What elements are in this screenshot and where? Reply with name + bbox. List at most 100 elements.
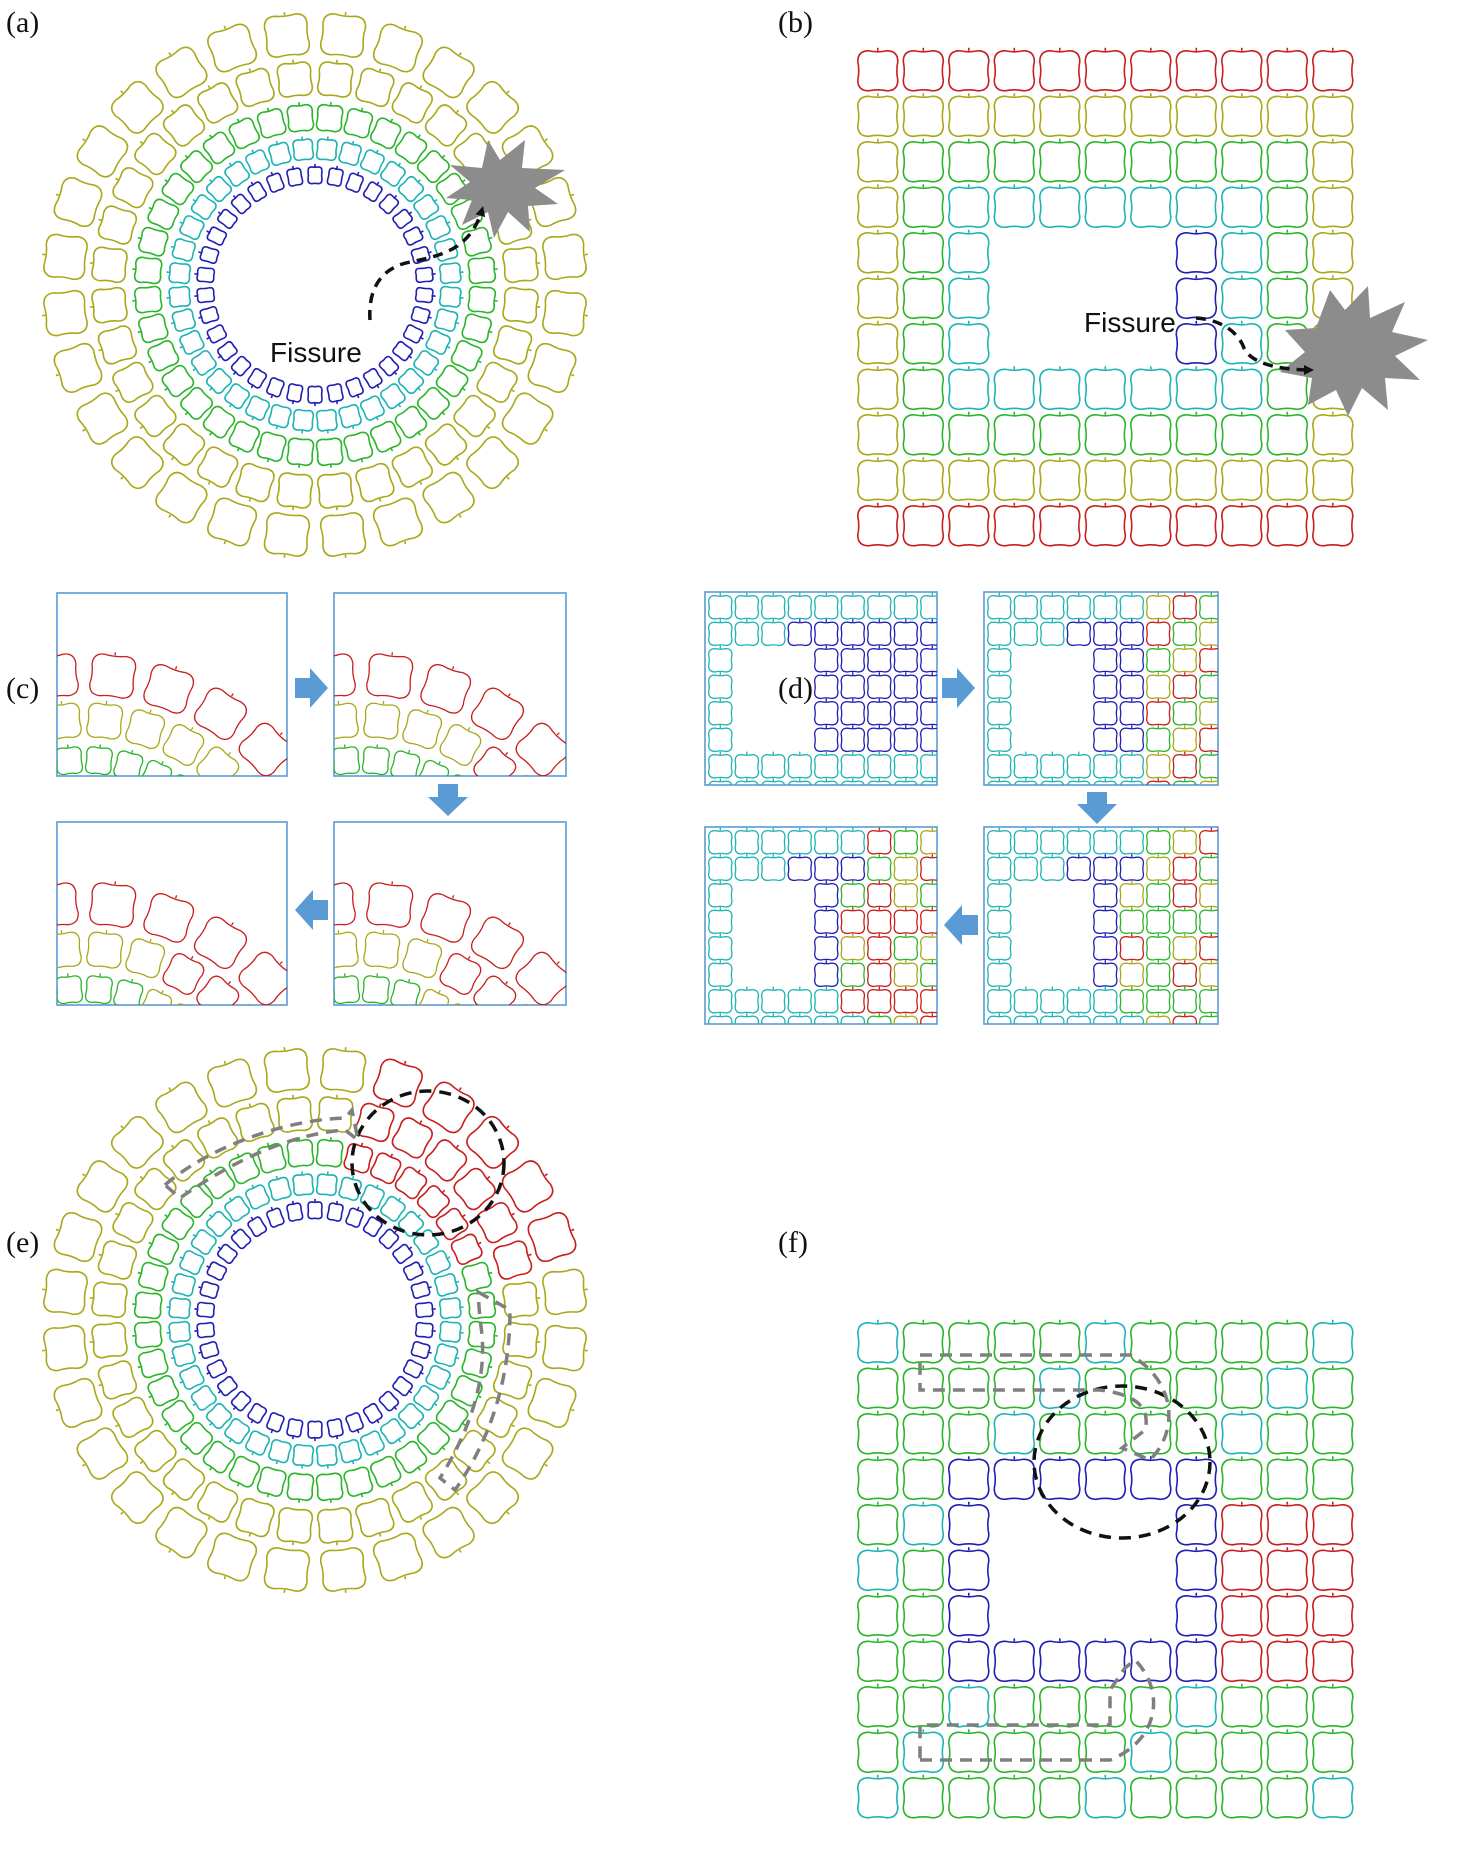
lattice-cell	[202, 131, 236, 165]
lattice-cell	[370, 420, 402, 453]
cell-outline	[856, 1321, 899, 1364]
lattice-cell	[1175, 184, 1218, 229]
cell-outline	[173, 1200, 195, 1220]
lattice-cell	[840, 751, 866, 779]
cell-connector	[17, 710, 18, 713]
lattice-cell	[919, 619, 937, 647]
cell-outline	[112, 167, 154, 209]
cell-outline	[225, 1004, 269, 1005]
cell-outline	[856, 1640, 899, 1683]
cell-outline	[134, 1429, 177, 1473]
lattice-cell	[362, 1008, 384, 1034]
cell-outline	[1266, 140, 1309, 183]
lattice-cell	[1198, 751, 1218, 779]
cell-connector	[556, 732, 560, 736]
lattice-cell	[186, 1019, 225, 1058]
cell-outline	[378, 1228, 400, 1250]
frame-border	[333, 821, 567, 1006]
cell-connector	[192, 1105, 195, 1106]
cell-connector	[458, 1549, 462, 1553]
cell-outline	[0, 1146, 27, 1200]
lattice-cell	[378, 1390, 400, 1412]
lattice-cell	[1175, 1683, 1218, 1728]
cell-outline	[409, 1015, 430, 1037]
lattice-cell	[245, 395, 271, 421]
lattice-cell	[893, 827, 919, 855]
lattice-cell	[220, 1033, 259, 1072]
lattice-cell	[161, 172, 195, 206]
cell-outline	[947, 1549, 990, 1592]
lattice-cell	[266, 171, 285, 193]
lattice-cell	[112, 1309, 144, 1344]
lattice-cell	[1266, 1410, 1309, 1455]
lattice-cell	[338, 1008, 360, 1034]
cell-outline	[138, 313, 169, 344]
lattice-cell	[198, 1281, 220, 1299]
cell-outline	[760, 829, 786, 855]
cell-outline	[1266, 49, 1309, 92]
cell-outline	[813, 882, 839, 908]
lattice-cell	[1220, 275, 1263, 320]
cell-outline	[502, 286, 539, 324]
lattice-cell	[866, 907, 892, 935]
cell-outline	[1084, 49, 1127, 92]
cell-outline	[43, 1268, 88, 1316]
lattice-cell	[266, 1206, 285, 1228]
cell-outline	[1039, 1015, 1065, 1024]
cell-outline	[947, 368, 990, 411]
cell-connector	[409, 1338, 410, 1341]
lattice-cell	[207, 1532, 258, 1582]
cell-outline	[1038, 95, 1081, 138]
cell-outline	[893, 962, 919, 988]
cell-connector	[139, 1175, 143, 1179]
cell-outline	[289, 1021, 316, 1048]
cell-outline	[0, 1069, 29, 1104]
cell-connector	[487, 1175, 491, 1179]
lattice-cell	[0, 801, 19, 832]
cell-connector	[19, 1055, 21, 1058]
lattice-cell	[143, 893, 195, 943]
lattice-cell	[202, 405, 236, 439]
lattice-cell	[1145, 751, 1171, 779]
lattice-cell	[310, 813, 331, 837]
cell-connector	[19, 1263, 21, 1266]
cell-outline	[438, 1320, 462, 1343]
lattice-cell	[1066, 827, 1092, 855]
lattice-cell	[840, 933, 866, 961]
lattice-cell	[266, 1412, 285, 1434]
lattice-cell	[140, 988, 173, 1005]
cell-connector	[467, 955, 471, 960]
lattice-cell	[947, 1547, 990, 1592]
lattice-cell	[840, 854, 866, 882]
cell-connector	[232, 1406, 237, 1411]
cell-connector	[408, 1390, 413, 1394]
cell-outline	[902, 140, 945, 183]
cell-connector	[157, 1038, 160, 1039]
cell-connector	[170, 109, 174, 113]
lattice-cell	[576, 1217, 633, 1273]
cell-connector	[489, 330, 493, 334]
cell-connector	[192, 368, 196, 372]
cell-outline	[217, 1243, 238, 1265]
lattice-cell	[206, 1261, 228, 1281]
cell-outline	[524, 1007, 570, 1053]
lattice-cell	[902, 1592, 945, 1637]
lattice-cell	[492, 1360, 533, 1400]
frame-border	[56, 821, 288, 1006]
lattice-cell	[1145, 1013, 1171, 1024]
lattice-cell	[893, 933, 919, 961]
cell-outline	[370, 117, 402, 150]
lattice-cell	[1175, 411, 1218, 456]
lattice-cell	[355, 1497, 395, 1538]
cell-outline	[902, 95, 945, 138]
cell-outline	[263, 1547, 311, 1592]
cell-connector	[456, 1144, 460, 1148]
cell-connector	[106, 809, 107, 812]
cell-outline	[186, 1162, 204, 1178]
lattice-cell	[290, 1244, 313, 1269]
lattice-cell	[840, 880, 866, 908]
cell-connector	[214, 799, 216, 801]
cell-connector	[417, 432, 421, 436]
cell-outline	[372, 497, 423, 547]
lattice-cell	[947, 1774, 990, 1819]
